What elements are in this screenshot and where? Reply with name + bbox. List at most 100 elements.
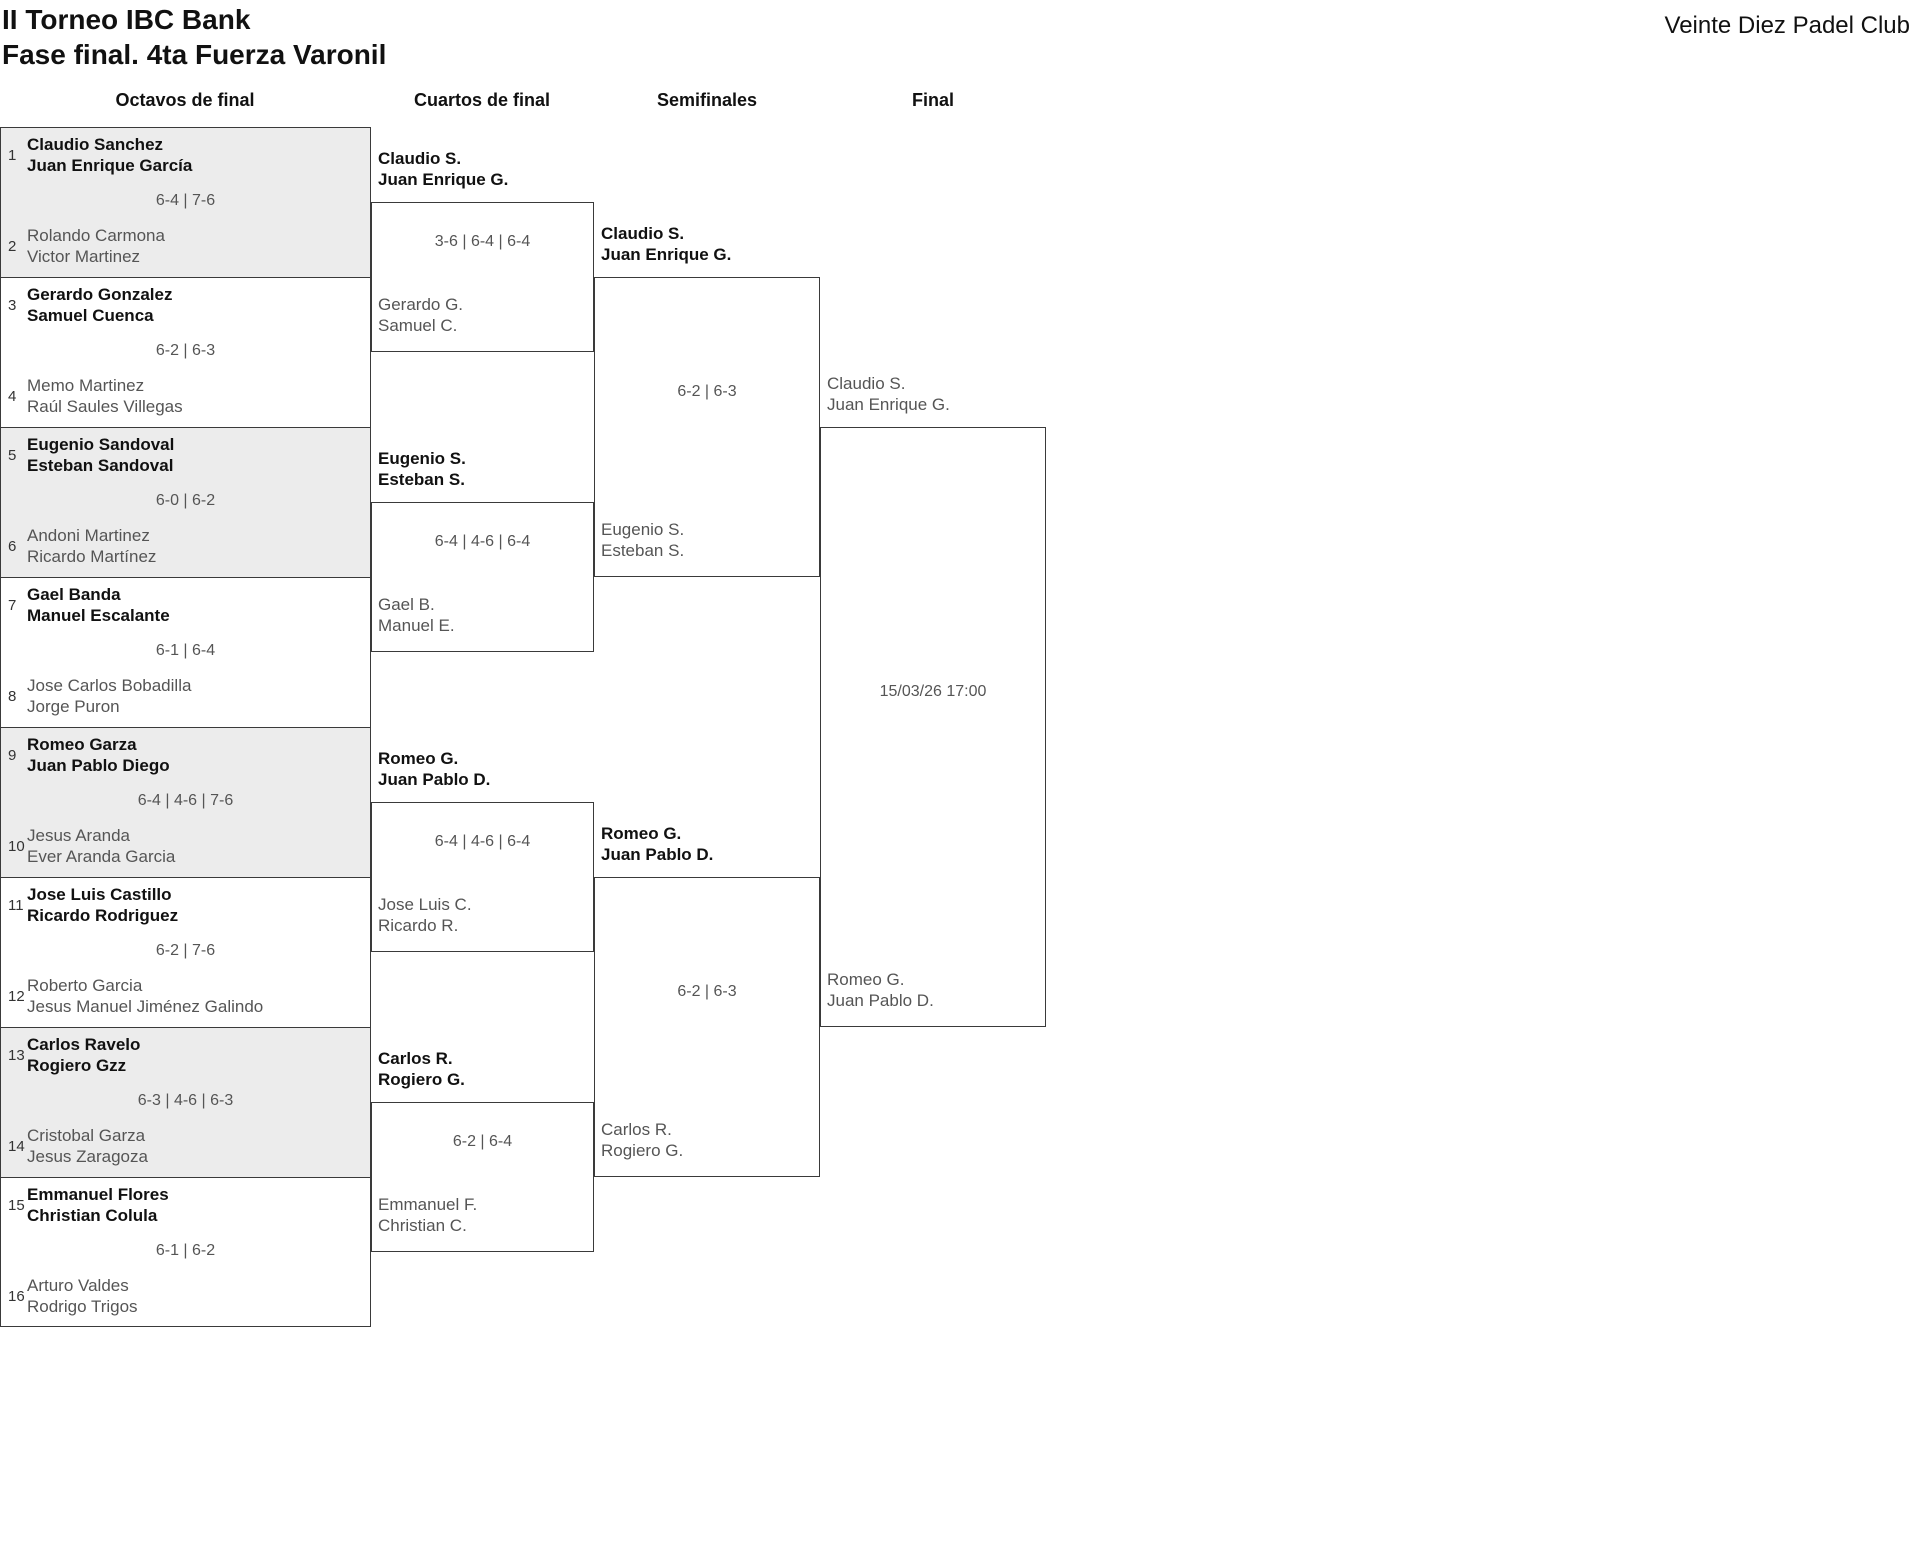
match-score: 6-1 | 6-4 bbox=[155, 642, 216, 659]
match-score: 6-2 | 6-4 bbox=[452, 1133, 513, 1150]
match-score: 6-3 | 4-6 | 6-3 bbox=[137, 1092, 234, 1109]
team-name-line: Gael Banda bbox=[27, 585, 121, 604]
round-header-final: Final bbox=[911, 90, 954, 110]
team-name-line: Christian Colula bbox=[27, 1206, 158, 1225]
team-name-line: Raúl Saules Villegas bbox=[27, 397, 183, 416]
seed-number: 12 bbox=[8, 987, 25, 1005]
seed-number: 16 bbox=[8, 1287, 25, 1305]
seed-number: 5 bbox=[8, 446, 17, 464]
team-name-line: Jorge Puron bbox=[27, 697, 120, 716]
team-name-line: Manuel Escalante bbox=[27, 606, 170, 625]
round-header-cuartos: Cuartos de final bbox=[413, 90, 551, 110]
team-name-line: Juan Enrique G. bbox=[601, 245, 732, 264]
match-score: 6-2 | 6-3 bbox=[677, 383, 737, 400]
team-name-line: Rogiero G. bbox=[378, 1070, 465, 1089]
team-name-line: Ricardo R. bbox=[378, 916, 459, 935]
match-score: 6-2 | 6-3 bbox=[155, 342, 216, 359]
seed-number: 3 bbox=[8, 296, 17, 314]
team-name-line: Jesus Manuel Jiménez Galindo bbox=[27, 997, 264, 1016]
match-score: 6-4 | 4-6 | 7-6 bbox=[137, 792, 234, 809]
team-name-line: Manuel E. bbox=[378, 616, 455, 635]
seed-number: 8 bbox=[8, 687, 17, 705]
seed-number: 2 bbox=[8, 237, 17, 255]
team-name-line: Samuel C. bbox=[378, 316, 458, 335]
team-name-line: Gerardo G. bbox=[378, 295, 464, 314]
team-name-line: Jesus Zaragoza bbox=[27, 1147, 148, 1166]
match-connector-box bbox=[371, 502, 594, 652]
seed-number: 15 bbox=[8, 1196, 25, 1214]
match-connector-box bbox=[371, 802, 594, 952]
team-name-line: Emmanuel Flores bbox=[27, 1185, 169, 1204]
team-name-line: Romeo G. bbox=[378, 749, 459, 768]
team-name-line: Jose Luis Castillo bbox=[27, 885, 172, 904]
team-name-line: Samuel Cuenca bbox=[27, 306, 154, 325]
team-name-line: Romeo G. bbox=[601, 824, 682, 843]
team-names: Romeo G. Juan Pablo D. bbox=[601, 823, 713, 865]
team-name-line: Jose Luis C. bbox=[378, 895, 472, 914]
team-name-line: Gerardo Gonzalez bbox=[27, 285, 173, 304]
match-score: 3-6 | 6-4 | 6-4 bbox=[434, 233, 531, 250]
tournament-title-line2: Fase final. 4ta Fuerza Varonil bbox=[2, 39, 387, 70]
team-names: Gerardo G. Samuel C. bbox=[378, 294, 463, 336]
seed-number: 13 bbox=[8, 1046, 25, 1064]
team-name-line: Ricardo Martínez bbox=[27, 547, 157, 566]
team-name-line: Juan Pablo D. bbox=[601, 845, 714, 864]
tournament-title: II Torneo IBC Bank Fase final. 4ta Fuerz… bbox=[2, 2, 386, 72]
team-name-line: Ricardo Rodriguez bbox=[27, 906, 179, 925]
match-connector-box bbox=[371, 1102, 594, 1252]
team-name-line: Claudio S. bbox=[378, 149, 462, 168]
match-connector-box bbox=[594, 277, 820, 577]
team-name-line: Roberto Garcia bbox=[27, 976, 143, 995]
team-name-line: Christian C. bbox=[378, 1216, 467, 1235]
match-score: 6-2 | 6-3 bbox=[677, 983, 737, 1000]
team-name-line: Claudio S. bbox=[827, 374, 906, 393]
team-name-line: Claudio S. bbox=[601, 224, 685, 243]
team-name-line: Claudio Sanchez bbox=[27, 135, 164, 154]
team-name-line: Juan Enrique García bbox=[27, 156, 193, 175]
match-connector-box bbox=[371, 202, 594, 352]
match-datetime: 15/03/26 17:00 bbox=[879, 683, 987, 700]
team-name-line: Juan Enrique G. bbox=[378, 170, 509, 189]
team-names: Emmanuel F.Christian C. bbox=[378, 1194, 477, 1236]
team-name-line: Juan Pablo D. bbox=[827, 991, 934, 1010]
team-name-line: Eugenio S. bbox=[378, 449, 466, 468]
team-name-line: Esteban S. bbox=[378, 470, 465, 489]
team-name-line: Memo Martinez bbox=[27, 376, 145, 395]
seed-number: 6 bbox=[8, 537, 17, 555]
team-names: Romeo G.Juan Pablo D. bbox=[378, 748, 490, 790]
team-name-line: Rolando Carmona bbox=[27, 226, 165, 245]
team-name-line: Esteban S. bbox=[601, 541, 685, 560]
team-names: Claudio S.Juan Enrique G. bbox=[827, 373, 950, 415]
tournament-title-line1: II Torneo IBC Bank bbox=[2, 4, 251, 35]
club-name: Veinte Diez Padel Club bbox=[1664, 12, 1910, 39]
seed-number: 10 bbox=[8, 837, 25, 855]
team-name-line: Romeo Garza bbox=[27, 735, 137, 754]
team-name-line: Ever Aranda Garcia bbox=[27, 847, 176, 866]
match-score: 6-4 | 4-6 | 6-4 bbox=[434, 533, 531, 550]
team-names: Eugenio S. Esteban S. bbox=[378, 448, 466, 490]
team-names: Carlos R.Rogiero G. bbox=[601, 1119, 683, 1161]
team-name-line: Carlos R. bbox=[601, 1120, 672, 1139]
match-score: 6-4 | 4-6 | 6-4 bbox=[434, 833, 531, 850]
team-name-line: Esteban Sandoval bbox=[27, 456, 174, 475]
team-names: Gael B.Manuel E. bbox=[378, 594, 455, 636]
team-name-line: Jesus Aranda bbox=[27, 826, 131, 845]
round-header-octavos: Octavos de final bbox=[115, 90, 255, 110]
team-name-line: Rogiero Gzz bbox=[27, 1056, 127, 1075]
